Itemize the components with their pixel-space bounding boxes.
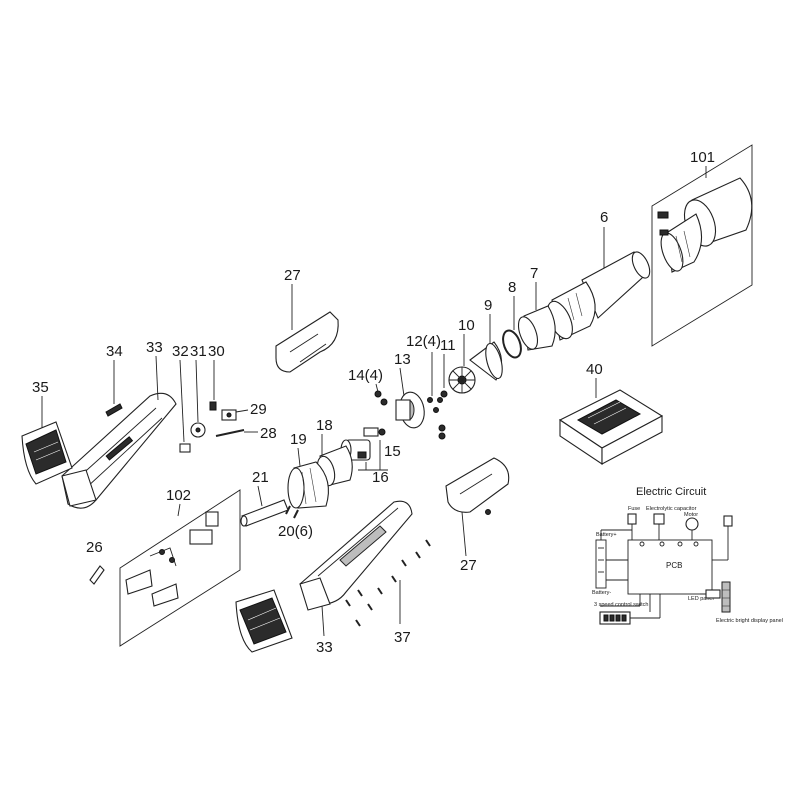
label-fuse: Fuse xyxy=(628,506,640,512)
part-13-motor-mount xyxy=(395,391,425,429)
label-8: 8 xyxy=(508,279,516,296)
label-12: 12(4) xyxy=(406,333,441,350)
part-6-tube xyxy=(547,251,651,341)
part-37-screws xyxy=(345,539,431,627)
part-7-sleeve xyxy=(517,305,556,351)
label-19: 19 xyxy=(290,431,307,448)
label-7: 7 xyxy=(530,265,538,282)
label-28: 28 xyxy=(260,425,277,442)
part-30-part xyxy=(209,401,217,411)
part-28-wire xyxy=(215,429,245,437)
part-101-nozzle-kit xyxy=(651,144,753,347)
label-21: 21 xyxy=(252,469,269,486)
label-102: 102 xyxy=(166,487,191,504)
label-switch: 3 speed control switch xyxy=(594,602,648,608)
label-6: 6 xyxy=(600,209,608,226)
label-15: 15 xyxy=(384,443,401,460)
part-27-housing-top xyxy=(275,311,339,373)
part-14-screws xyxy=(374,390,388,406)
part-15-shaft xyxy=(363,427,386,437)
part-8-o-ring xyxy=(502,329,522,359)
label-27-bottom: 27 xyxy=(460,557,477,574)
label-40: 40 xyxy=(586,361,603,378)
label-37: 37 xyxy=(394,629,411,646)
label-10: 10 xyxy=(458,317,475,334)
part-31-gear xyxy=(190,422,206,438)
electric-circuit: Electric Circuit Fuse Electrolytic capac… xyxy=(592,486,783,625)
part-35-battery-left xyxy=(21,421,73,485)
label-33-right: 33 xyxy=(316,639,333,656)
label-18: 18 xyxy=(316,417,333,434)
label-battery-minus: Battery- xyxy=(592,590,611,596)
label-battery-plus: Battery+ xyxy=(596,532,617,538)
part-11-nut xyxy=(437,390,448,403)
part-10-fan xyxy=(448,366,476,394)
part-21-rod xyxy=(240,499,289,527)
part-battery-right xyxy=(235,589,293,653)
label-pcb: PCB xyxy=(666,561,682,570)
label-32: 32 xyxy=(172,343,189,360)
part-33-handle-right xyxy=(299,500,413,611)
label-29: 29 xyxy=(250,401,267,418)
part-19-front-housing xyxy=(287,461,329,509)
part-33-handle-left xyxy=(61,392,177,509)
label-26: 26 xyxy=(86,539,103,556)
label-34: 34 xyxy=(106,343,123,360)
label-13: 13 xyxy=(394,351,411,368)
part-29-terminal xyxy=(221,409,237,421)
label-9: 9 xyxy=(484,297,492,314)
circuit-title: Electric Circuit xyxy=(636,486,706,498)
label-16: 16 xyxy=(372,469,389,486)
part-26-fuse xyxy=(89,565,105,585)
part-9-cone xyxy=(469,341,503,381)
label-14: 14(4) xyxy=(348,367,383,384)
label-motor: Motor xyxy=(684,512,698,518)
label-31: 31 xyxy=(190,343,207,360)
label-20: 20(6) xyxy=(278,523,313,540)
label-display: Electric bright display panel xyxy=(716,618,783,624)
label-11: 11 xyxy=(440,337,456,354)
part-34-switch xyxy=(105,403,123,417)
part-102-pcb-kit xyxy=(119,489,241,647)
part-12-screws xyxy=(427,397,446,440)
part-32-clip xyxy=(179,443,191,453)
label-35: 35 xyxy=(32,379,49,396)
label-27-top: 27 xyxy=(284,267,301,284)
label-101: 101 xyxy=(690,149,715,166)
label-led: LED panel xyxy=(688,596,714,602)
label-33-left: 33 xyxy=(146,339,163,356)
label-capacitor: Electrolytic capacitor xyxy=(646,506,697,512)
part-27-housing-bottom xyxy=(445,457,510,515)
label-30: 30 xyxy=(208,343,225,360)
part-40-charger xyxy=(558,389,664,466)
